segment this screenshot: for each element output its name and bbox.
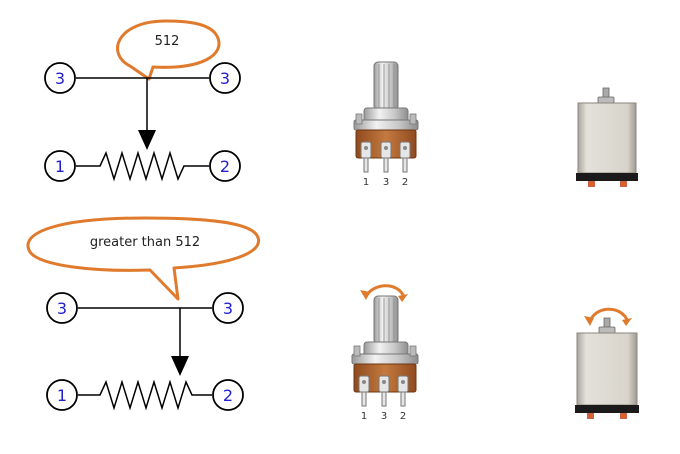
bottom-pin-label-2: 2: [400, 411, 406, 422]
bottom-pot-rotation-arrow: [364, 284, 406, 298]
top-wiper-arrowhead: [138, 130, 156, 150]
top-potentiometer-icon: 1 3 2: [353, 61, 419, 188]
bottom-node-right-2: 2: [212, 379, 244, 411]
svg-text:3: 3: [220, 69, 230, 88]
bottom-schematic: greater than 512 3 3 1 2: [26, 216, 260, 411]
top-speech-bubble: 512: [116, 19, 221, 81]
bottom-motor-icon: [575, 307, 639, 419]
svg-text:2: 2: [223, 386, 233, 405]
bottom-node-right-3: 3: [212, 292, 244, 324]
bottom-resistor: [78, 379, 212, 411]
bottom-node-left-1: 1: [46, 379, 78, 411]
top-bubble-text: 512: [155, 34, 180, 49]
svg-text:3: 3: [57, 299, 67, 318]
svg-text:1: 1: [55, 157, 65, 176]
top-pin-label-2: 2: [402, 177, 408, 188]
svg-text:1: 1: [57, 386, 67, 405]
svg-text:2: 2: [220, 157, 230, 176]
bottom-node-left-3: 3: [46, 292, 78, 324]
bottom-speech-bubble: greater than 512: [26, 216, 260, 301]
top-resistor: [76, 150, 209, 182]
svg-text:3: 3: [55, 69, 65, 88]
top-node-right-2: 2: [209, 150, 241, 182]
bottom-bubble-text: greater than 512: [90, 235, 200, 250]
top-schematic: 512 3 3 1 2: [44, 19, 241, 182]
top-node-left-1: 1: [44, 150, 76, 182]
top-node-right-3: 3: [209, 62, 241, 94]
bottom-wiper-arrowhead: [171, 356, 189, 376]
bottom-potentiometer-icon: 1 3 2: [351, 284, 419, 422]
top-pin-label-3: 3: [383, 177, 389, 188]
top-pin-label-1: 1: [363, 177, 369, 188]
bottom-pin-label-1: 1: [361, 411, 367, 422]
bottom-pin-label-3: 3: [381, 411, 387, 422]
top-motor-icon: [576, 87, 638, 187]
svg-text:3: 3: [223, 299, 233, 318]
top-node-left-3: 3: [44, 62, 76, 94]
